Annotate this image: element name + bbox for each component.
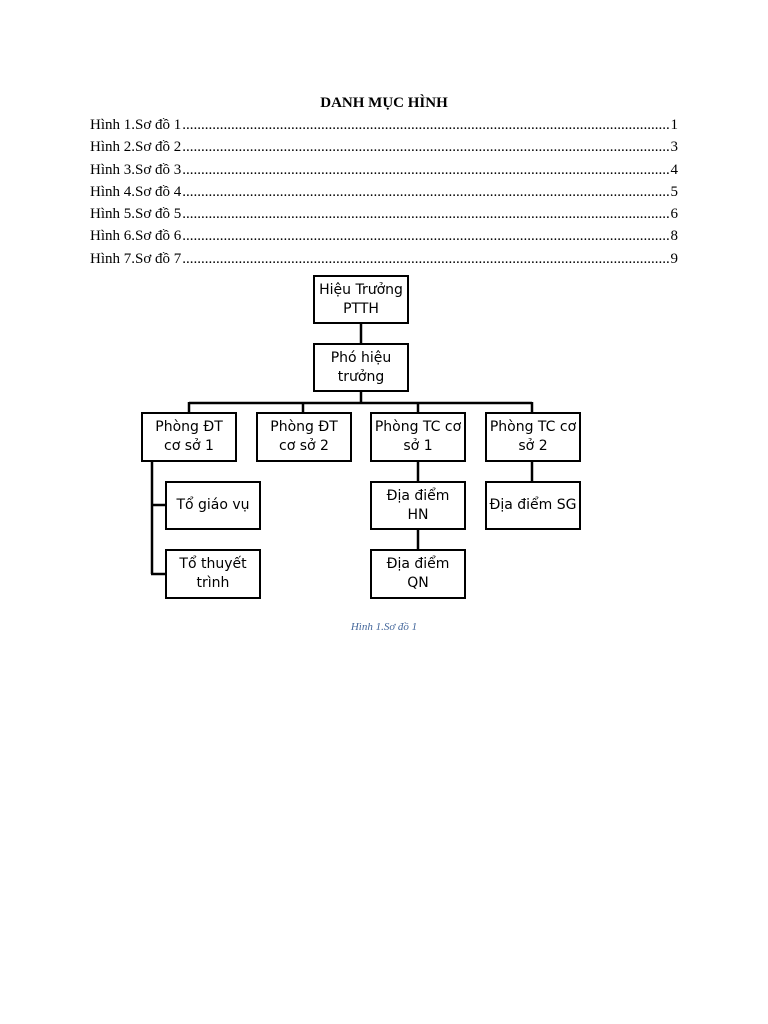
toc-leader-dots: [182, 161, 669, 179]
toc-leader-dots: [182, 250, 669, 268]
table-of-figures: Hình 1.Sơ đồ 1 1 Hình 2.Sơ đồ 2 3 Hình 3…: [90, 116, 678, 272]
location-box-qn[interactable]: Địa điểm QN: [370, 549, 466, 599]
department-box-tc2[interactable]: Phòng TC cơ sở 2: [485, 412, 581, 462]
toc-entry-label: Hình 3.Sơ đồ 3: [90, 161, 182, 178]
toc-entry[interactable]: Hình 7.Sơ đồ 7 9: [90, 250, 678, 272]
principal-box[interactable]: Hiệu Trưởng PTTH: [313, 275, 409, 324]
toc-leader-dots: [182, 227, 669, 245]
toc-entry-label: Hình 4.Sơ đồ 4: [90, 183, 182, 200]
toc-entry[interactable]: Hình 5.Sơ đồ 5 6: [90, 205, 678, 227]
toc-entry-label: Hình 2.Sơ đồ 2: [90, 139, 182, 156]
toc-entry[interactable]: Hình 2.Sơ đồ 2 3: [90, 138, 678, 160]
toc-entry[interactable]: Hình 4.Sơ đồ 4 5: [90, 183, 678, 205]
toc-leader-dots: [182, 116, 669, 134]
toc-entry-page: 6: [670, 206, 679, 223]
location-box-hn[interactable]: Địa điểm HN: [370, 481, 466, 530]
location-box-sg[interactable]: Địa điểm SG: [485, 481, 581, 530]
department-box-tc1[interactable]: Phòng TC cơ sở 1: [370, 412, 466, 462]
toc-entry-label: Hình 5.Sơ đồ 5: [90, 206, 182, 223]
toc-entry-label: Hình 1.Sơ đồ 1: [90, 117, 182, 133]
department-box-dt2[interactable]: Phòng ĐT cơ sở 2: [256, 412, 352, 462]
toc-leader-dots: [182, 138, 669, 156]
unit-box-thuyet-trinh[interactable]: Tổ thuyết trình: [165, 549, 261, 599]
toc-leader-dots: [182, 183, 669, 201]
toc-entry[interactable]: Hình 6.Sơ đồ 6 8: [90, 227, 678, 249]
toc-entry[interactable]: Hình 3.Sơ đồ 3 4: [90, 161, 678, 183]
toc-entry[interactable]: Hình 1.Sơ đồ 1 1: [90, 116, 678, 138]
toc-entry-label: Hình 7.Sơ đồ 7: [90, 250, 182, 267]
department-box-dt1[interactable]: Phòng ĐT cơ sở 1: [141, 412, 237, 462]
toc-entry-page: 9: [670, 250, 679, 267]
toc-entry-page: 5: [670, 183, 679, 200]
unit-box-giao-vu[interactable]: Tổ giáo vụ: [165, 481, 261, 530]
toc-leader-dots: [182, 205, 669, 223]
figure-caption: Hình 1.Sơ đồ 1: [350, 621, 418, 633]
toc-title: DANH MỤC HÌNH: [320, 95, 448, 111]
vice-principal-box[interactable]: Phó hiệu trưởng: [313, 343, 409, 392]
toc-entry-page: 1: [670, 117, 679, 133]
toc-entry-page: 4: [670, 161, 679, 178]
toc-entry-label: Hình 6.Sơ đồ 6: [90, 228, 182, 245]
toc-entry-page: 8: [670, 228, 679, 245]
toc-entry-page: 3: [670, 139, 679, 156]
